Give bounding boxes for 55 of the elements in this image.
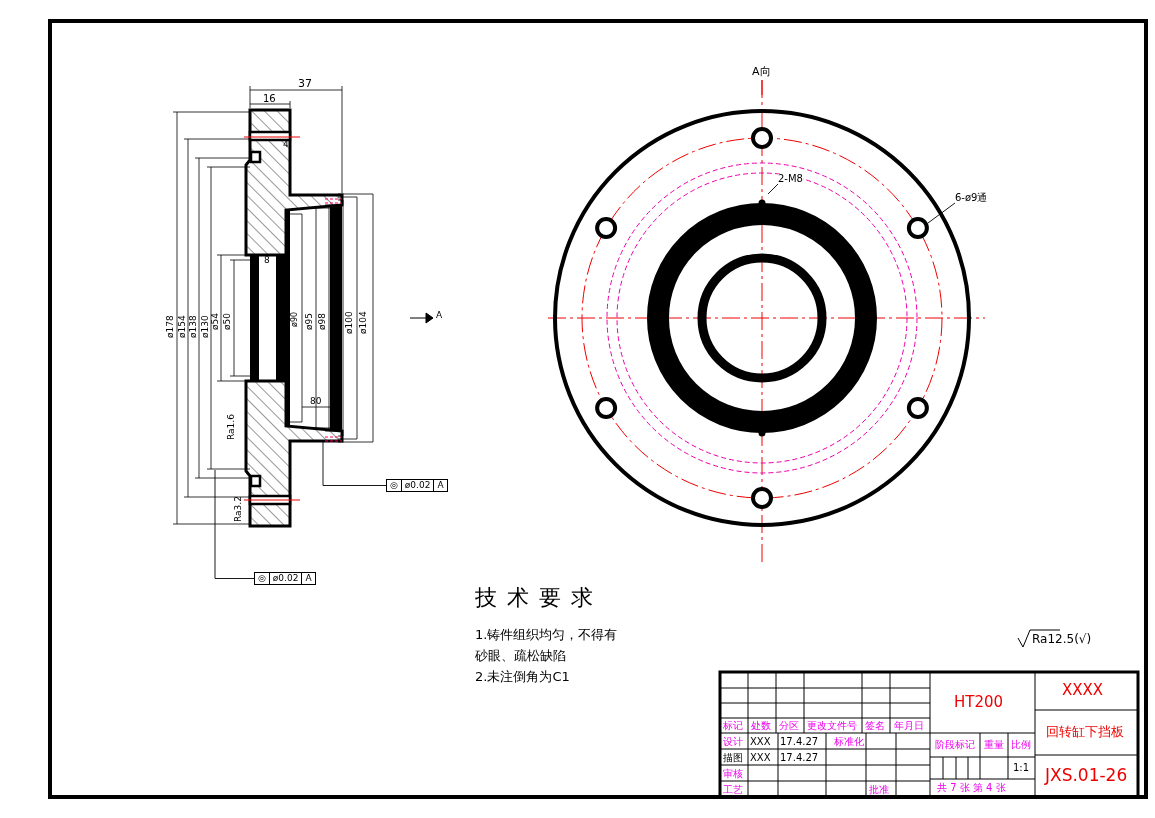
dimension-text: Ra3.2 — [234, 496, 244, 522]
dimension-text: 80 — [310, 397, 322, 407]
title-block-text: JXS.01-26 — [1045, 766, 1128, 785]
dimension-text: ø54 — [211, 313, 221, 330]
dimension-text: 8 — [264, 256, 270, 266]
title-block-text: XXX — [750, 752, 771, 763]
title-block-text: XXXX — [1062, 682, 1104, 699]
title-block-text: 更改文件号 — [807, 720, 857, 731]
dimension-text: ø90 — [291, 311, 300, 327]
title-block-text: 17.4.27 — [780, 752, 819, 763]
dimension-text: ø95 — [305, 313, 315, 330]
leader-line — [322, 439, 387, 486]
title-block-text: 1:1 — [1013, 762, 1030, 773]
view-label: A向 — [752, 66, 771, 79]
title-block-text: 设计 — [723, 736, 743, 747]
dimension-text: ø154 — [178, 315, 188, 338]
title-block-text: 签名 — [865, 720, 885, 731]
feature-control-frame: ◎ ø0.02 A — [254, 572, 316, 585]
callout-text: 6-ø9通 — [955, 193, 988, 203]
title-block-text: 比例 — [1011, 739, 1031, 750]
title-block-text: 年月日 — [894, 720, 924, 731]
title-block-text: XXX — [750, 736, 771, 747]
title-block-text: 标记 — [723, 720, 743, 731]
title-block-text: 分区 — [779, 720, 799, 731]
title-block-text: 17.4.27 — [780, 736, 819, 747]
dimension-text: 37 — [298, 78, 312, 91]
dimension-text: ø178 — [166, 315, 176, 338]
dimension-text: Ra1.6 — [227, 414, 237, 440]
title-block-text: 工艺 — [723, 784, 743, 795]
feature-control-frame: ◎ ø0.02 A — [386, 479, 448, 492]
title-block-text: 处数 — [751, 720, 771, 731]
title-block-text: 重量 — [984, 739, 1004, 750]
note-text: 2.未注倒角为C1 — [475, 670, 570, 685]
dimension-text: ø98 — [318, 313, 328, 330]
view-label: A — [436, 311, 443, 321]
title-block-text: 描图 — [723, 752, 743, 763]
dimension-text: ø104 — [359, 311, 369, 334]
note-text: 1.铸件组织均匀，不得有砂眼、疏松缺陷 — [475, 626, 619, 665]
leader-line — [214, 469, 255, 579]
dimension-text: ø50 — [223, 313, 233, 330]
note-text: 技术要求 — [475, 586, 603, 611]
roughness-text: Ra12.5(√) — [1032, 633, 1092, 647]
dimension-text: ø138 — [189, 315, 199, 338]
callout-text: 2-M8 — [778, 174, 803, 184]
dimension-text: ø130 — [201, 315, 211, 338]
dimension-text: ø100 — [345, 311, 355, 334]
dimension-text: 16 — [263, 93, 276, 104]
title-block-text: 审核 — [723, 768, 743, 779]
title-block-text: 共 7 张 第 4 张 — [937, 782, 1006, 793]
title-block-text: 批准 — [869, 784, 889, 795]
title-block-text: 阶段标记 — [935, 739, 975, 750]
leader-line — [767, 183, 779, 195]
title-block-text: HT200 — [954, 694, 1004, 711]
title-block-text: 标准化 — [834, 736, 864, 747]
title-block-text: 回转缸下挡板 — [1046, 725, 1124, 740]
